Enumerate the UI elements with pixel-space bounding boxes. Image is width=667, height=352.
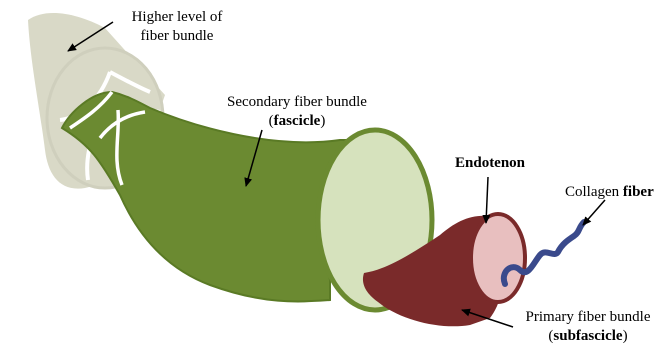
primary-face	[471, 214, 525, 302]
label-collagen-plain: Collagen	[565, 184, 623, 200]
label-endotenon: Endotenon	[455, 154, 525, 173]
label-secondary-bold: fascicle	[274, 113, 321, 129]
label-endotenon-text: Endotenon	[455, 155, 525, 171]
label-higher-level-line2: fiber bundle	[117, 27, 237, 46]
label-collagen-bold: fiber	[623, 184, 654, 200]
label-primary-line2: (subfascicle)	[513, 327, 663, 346]
label-primary: Primary fiber bundle (subfascicle)	[513, 308, 663, 346]
label-secondary-line1: Secondary fiber bundle	[212, 93, 382, 112]
label-secondary-line2: (fascicle)	[212, 112, 382, 131]
label-primary-bold: subfascicle	[553, 328, 622, 344]
label-secondary: Secondary fiber bundle (fascicle)	[212, 93, 382, 131]
label-collagen: Collagen fiber	[565, 183, 654, 202]
arrow-collagen	[583, 200, 605, 225]
label-higher-level-line1: Higher level of	[117, 8, 237, 27]
label-higher-level: Higher level of fiber bundle	[117, 8, 237, 46]
label-primary-line1: Primary fiber bundle	[513, 308, 663, 327]
